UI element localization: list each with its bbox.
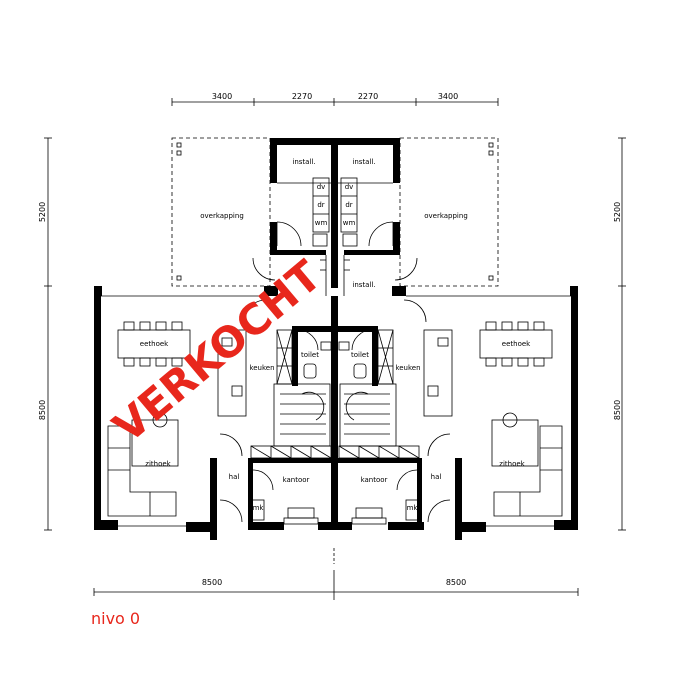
dim-top-1: 3400 (212, 92, 232, 101)
label-hal-right: hal (431, 473, 442, 481)
dim-top-4: 3400 (438, 92, 458, 101)
door-swings (219, 221, 451, 523)
walls (94, 138, 578, 540)
label-eethoek-left: eethoek (140, 340, 169, 348)
label-hal-left: hal (229, 473, 240, 481)
label-toilet-left: toilet (301, 351, 319, 359)
label-overkapping-left: overkapping (200, 212, 244, 220)
dim-top-3: 2270 (358, 92, 378, 101)
dim-left-upper: 5200 (38, 202, 47, 222)
label-zithoek-right: zithoek (499, 460, 525, 468)
label-kantoor-left: kantoor (283, 476, 310, 484)
label-toilet-right: toilet (351, 351, 369, 359)
label-eethoek-right: eethoek (502, 340, 531, 348)
sanitary (303, 341, 367, 379)
level-label: nivo 0 (91, 609, 141, 628)
office-desks (283, 507, 387, 525)
label-kantoor-right: kantoor (361, 476, 388, 484)
label-install-left: install. (292, 158, 315, 166)
dim-bottom-right: 8500 (446, 578, 466, 587)
canopy-posts (176, 142, 494, 281)
label-dr-right: dr (345, 201, 352, 209)
dim-bottom-left: 8500 (202, 578, 222, 587)
label-dv-left: dv (317, 183, 326, 191)
label-overkapping-right: overkapping (424, 212, 468, 220)
label-keuken-left: keuken (249, 364, 274, 372)
label-dv-right: dv (345, 183, 354, 191)
dining-tables (117, 321, 553, 367)
label-mk-left: mk (253, 504, 265, 512)
label-zithoek-left: zithoek (145, 460, 171, 468)
canopy-outlines (171, 137, 499, 287)
label-install-mid: install. (352, 281, 375, 289)
label-wm-right: wm (343, 219, 356, 227)
label-dr-left: dr (317, 201, 324, 209)
dim-top-2: 2270 (292, 92, 312, 101)
label-install-right: install. (352, 158, 375, 166)
dim-left-lower: 8500 (38, 400, 47, 420)
label-wm-left: wm (315, 219, 328, 227)
label-keuken-right: keuken (395, 364, 420, 372)
kitchen-islands (217, 329, 453, 417)
interior-lines (96, 177, 576, 527)
dimension-lines (44, 98, 626, 600)
dim-right-upper: 5200 (613, 202, 622, 222)
label-mk-right: mk (407, 504, 419, 512)
sofas (107, 412, 563, 517)
dim-right-lower: 8500 (613, 400, 622, 420)
